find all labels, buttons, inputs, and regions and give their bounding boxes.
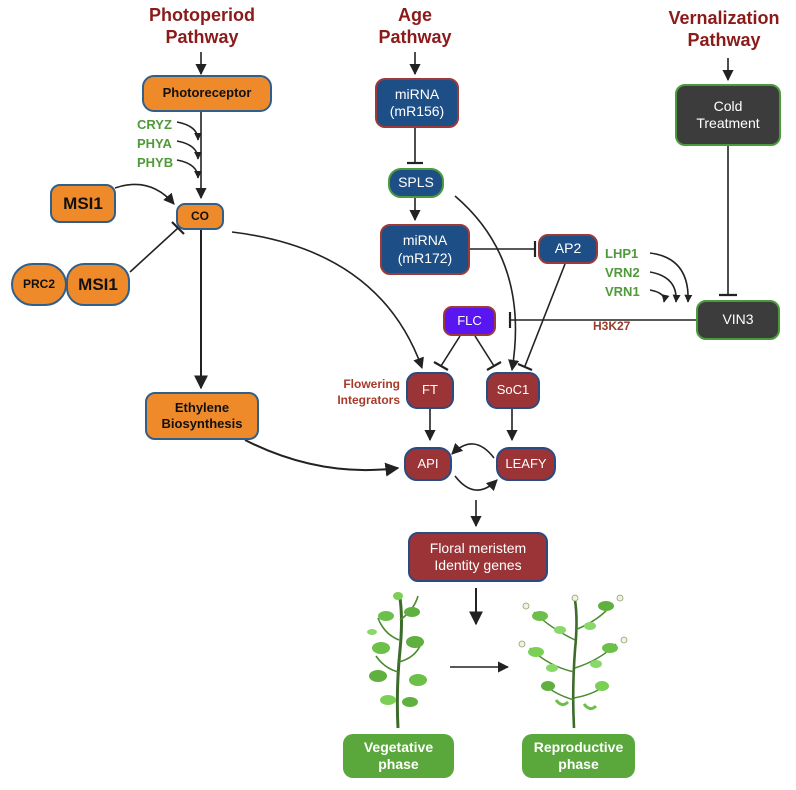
label-cryz: CRYZ bbox=[137, 117, 172, 132]
arrow-ethylene-api bbox=[244, 439, 400, 477]
node-msi1-top: MSI1 bbox=[50, 184, 116, 223]
label-vrn2: VRN2 bbox=[605, 265, 640, 280]
arrow-cryz bbox=[176, 121, 202, 141]
node-photoreceptor: Photoreceptor bbox=[142, 75, 272, 112]
node-vin3: VIN3 bbox=[696, 300, 780, 340]
label-h3k27: H3K27 bbox=[593, 319, 631, 333]
node-ethylene-biosynthesis: Ethylene Biosynthesis bbox=[145, 392, 259, 440]
node-cold-treatment: Cold Treatment bbox=[675, 84, 781, 146]
badge-vegetative-phase: Vegetative phase bbox=[343, 734, 454, 778]
node-ap2: AP2 bbox=[538, 234, 598, 264]
node-mirna172: miRNA (mR172) bbox=[380, 224, 470, 275]
node-flc: FLC bbox=[443, 306, 496, 336]
inhibit-flc-soc1 bbox=[474, 335, 495, 367]
label-flowering-integrators: Flowering Integrators bbox=[337, 377, 400, 407]
node-mirna156: miRNA (mR156) bbox=[375, 78, 459, 128]
arrow-vrn1 bbox=[649, 289, 670, 303]
vegetative-plant-icon bbox=[367, 592, 427, 729]
title-age-pathway: Age Pathway bbox=[378, 5, 452, 47]
arrow-phya bbox=[176, 140, 202, 160]
arrow-phyb bbox=[176, 159, 202, 179]
node-prc2: PRC2 bbox=[11, 263, 67, 306]
node-msi1-bottom: MSI1 bbox=[66, 263, 130, 306]
node-ft: FT bbox=[406, 372, 454, 409]
node-api: API bbox=[404, 447, 452, 481]
node-co: CO bbox=[176, 203, 224, 230]
title-photoperiod-pathway: Photoperiod Pathway bbox=[149, 5, 255, 47]
inhibit-ap2-soc1 bbox=[524, 263, 566, 367]
arrow-leafy-api bbox=[451, 442, 495, 459]
label-lhp1: LHP1 bbox=[605, 246, 639, 261]
node-soc1: SoC1 bbox=[486, 372, 540, 409]
arrow-spls-soc1 bbox=[454, 195, 520, 372]
reproductive-plant-icon bbox=[518, 594, 628, 729]
arrow-api-leafy bbox=[454, 475, 498, 492]
node-floral-meristem: Floral meristem Identity genes bbox=[408, 532, 548, 582]
label-phya: PHYA bbox=[137, 136, 172, 151]
label-phyb: PHYB bbox=[137, 155, 174, 170]
badge-reproductive-phase: Reproductive phase bbox=[522, 734, 635, 778]
inhibit-msi1-co bbox=[129, 227, 179, 273]
arrow-msi1-co bbox=[114, 183, 175, 205]
arrow-co-ft bbox=[231, 231, 424, 370]
node-spls: SPLS bbox=[388, 168, 444, 198]
title-vernalization-pathway: Vernalization Pathway bbox=[668, 8, 780, 50]
node-leafy: LEAFY bbox=[496, 447, 556, 481]
inhibit-flc-ft bbox=[440, 335, 461, 367]
arrow-vrn2 bbox=[649, 271, 681, 303]
arrow-lhp1 bbox=[649, 252, 693, 303]
label-vrn1: VRN1 bbox=[605, 284, 640, 299]
